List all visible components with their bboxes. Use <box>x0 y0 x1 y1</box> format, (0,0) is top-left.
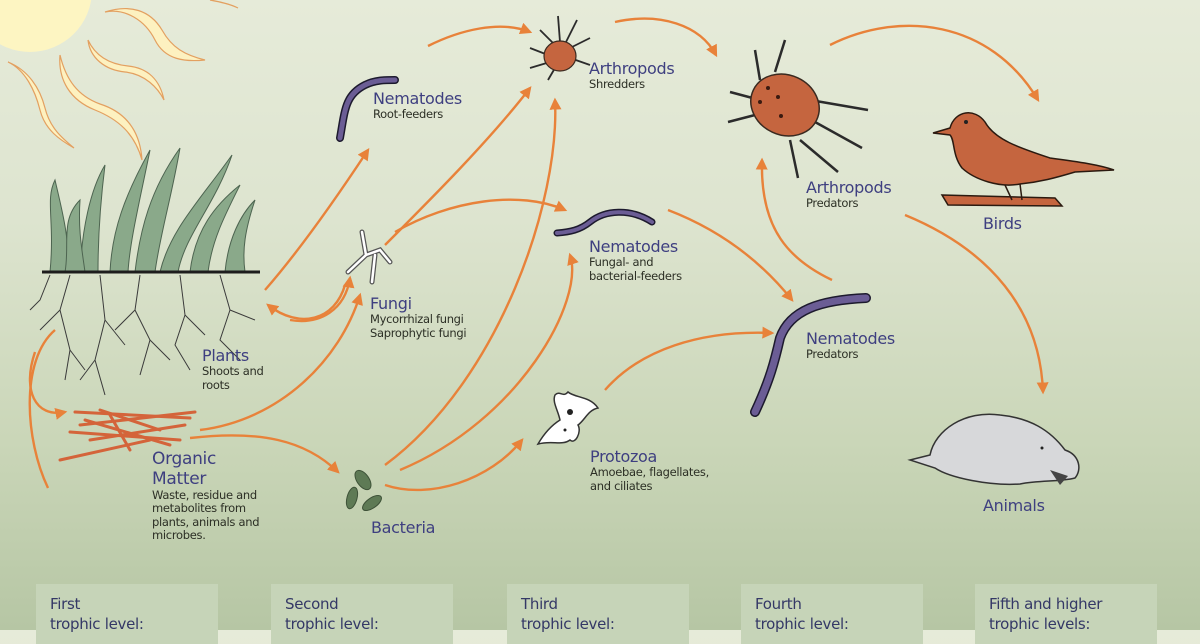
arrow-plants-to-nematodes <box>264 147 370 291</box>
plant-icon <box>29 147 260 396</box>
organic-subtitle-4: microbes. <box>152 527 206 542</box>
protozoa-subtitle-1: Amoebae, flagellates, <box>590 465 709 480</box>
nematodes-fungal-title: Nematodes <box>589 237 678 256</box>
trophic-level-4: Fourth trophic level: <box>741 584 923 644</box>
arrow-arth-pred-to-animals <box>904 213 1049 395</box>
organic-subtitle-2: metabolites from <box>152 501 246 516</box>
trophic-level-3-line1: Third <box>521 595 558 613</box>
arrow-nematodes-to-shredders <box>427 22 533 48</box>
label-organic-matter: Organic Matter Waste, residue and metabo… <box>152 449 260 542</box>
bird-icon <box>932 112 1115 207</box>
amoeba-icon <box>536 390 600 446</box>
trophic-level-5: Fifth and higher trophic levels: <box>975 584 1157 644</box>
arrow-nematodes-pred-to-arth-pred <box>755 157 833 282</box>
trophic-level-3-line2: trophic level: <box>521 615 615 633</box>
arthropods-shredders-subtitle: Shredders <box>589 77 645 92</box>
label-nematodes-fungal: Nematodes Fungal- and bacterial-feeders <box>589 237 682 283</box>
fungi-icon <box>345 229 393 285</box>
mole-icon <box>907 413 1080 486</box>
food-web-diagram <box>0 0 1115 512</box>
trophic-level-4-line1: Fourth <box>755 595 802 613</box>
organic-title-2: Matter <box>152 468 207 489</box>
arthropods-shredders-title: Arthropods <box>589 59 675 78</box>
arthropods-predators-title: Arthropods <box>806 178 892 197</box>
arrow-bacteria-to-nematodes-fungal <box>399 252 579 472</box>
mite-predators-icon <box>727 39 869 179</box>
bacteria-title: Bacteria <box>371 518 436 537</box>
arrows <box>28 17 1049 492</box>
trophic-level-2-line1: Second <box>285 595 339 613</box>
bacteria-icon <box>345 469 382 512</box>
fungi-subtitle-2: Saprophytic fungi <box>370 325 467 340</box>
arthropods-predators-subtitle: Predators <box>806 196 859 211</box>
arrow-protozoa-to-nematodes-pred <box>604 326 775 391</box>
birds-title: Birds <box>983 214 1022 233</box>
organic-subtitle-3: plants, animals and <box>152 514 260 529</box>
label-bacteria: Bacteria <box>371 518 436 537</box>
organic-subtitle-1: Waste, residue and <box>152 488 257 503</box>
trophic-level-5-line2: trophic levels: <box>989 615 1091 633</box>
arrow-nematodes-fungal-to-predators <box>667 208 794 302</box>
label-protozoa: Protozoa Amoebae, flagellates, and cilia… <box>590 447 709 493</box>
organic-title-1: Organic <box>152 449 217 469</box>
plants-subtitle-1: Shoots and <box>202 364 264 379</box>
plants-title: Plants <box>202 346 249 365</box>
arrow-organic-to-plants-tip <box>28 351 68 420</box>
trophic-level-2-line2: trophic level: <box>285 615 379 633</box>
trophic-level-1: First trophic level: <box>36 584 218 644</box>
trophic-level-5-line1: Fifth and higher <box>989 595 1103 613</box>
trophic-level-1-line1: First <box>50 595 81 613</box>
trophic-level-4-line2: trophic level: <box>755 615 849 633</box>
nematodes-root-subtitle: Root-feeders <box>373 107 443 122</box>
protozoa-subtitle-2: and ciliates <box>590 478 653 493</box>
arrow-organic-to-fungi <box>199 292 363 432</box>
arrow-shredders-to-predators <box>614 17 718 58</box>
nematodes-fungal-subtitle-1: Fungal- and <box>589 255 654 270</box>
fungi-title: Fungi <box>370 294 412 313</box>
label-arthropods-predators: Arthropods Predators <box>806 178 892 211</box>
arrow-fungi-to-nematodes-fungal <box>394 198 568 234</box>
organic-matter-icon <box>58 408 197 462</box>
nematodes-predators-subtitle: Predators <box>806 347 859 362</box>
label-birds: Birds <box>983 214 1022 233</box>
trophic-level-3: Third trophic level: <box>507 584 689 644</box>
arrow-fungi-to-plants <box>266 284 347 321</box>
trophic-level-1-line2: trophic level: <box>50 615 144 633</box>
arrow-organic-to-plants <box>28 329 56 489</box>
fungi-subtitle-1: Mycorrhizal fungi <box>370 312 464 327</box>
arrow-organic-to-bacteria <box>189 434 340 474</box>
animals-title: Animals <box>983 496 1045 515</box>
label-nematodes-root: Nematodes Root-feeders <box>373 89 462 122</box>
trophic-level-2: Second trophic level: <box>271 584 453 644</box>
nematodes-predators-title: Nematodes <box>806 329 895 348</box>
label-animals: Animals <box>983 496 1045 515</box>
label-arthropods-shredders: Arthropods Shredders <box>589 59 675 92</box>
label-plants: Plants Shoots and roots <box>202 346 264 392</box>
plants-subtitle-2: roots <box>202 377 230 392</box>
mite-shredders-icon <box>529 15 591 81</box>
label-fungi: Fungi Mycorrhizal fungi Saprophytic fung… <box>370 294 467 340</box>
nematodes-fungal-subtitle-2: bacterial-feeders <box>589 268 682 283</box>
arrow-bacteria-to-shredders <box>384 97 562 466</box>
protozoa-title: Protozoa <box>590 447 658 466</box>
arrow-bacteria-to-protozoa <box>384 438 524 492</box>
nematodes-root-title: Nematodes <box>373 89 462 108</box>
sun-icon <box>0 0 239 161</box>
label-nematodes-predators: Nematodes Predators <box>806 329 895 362</box>
arrow-plants-to-fungi <box>289 275 355 323</box>
arrow-arth-pred-to-birds <box>829 24 1040 103</box>
